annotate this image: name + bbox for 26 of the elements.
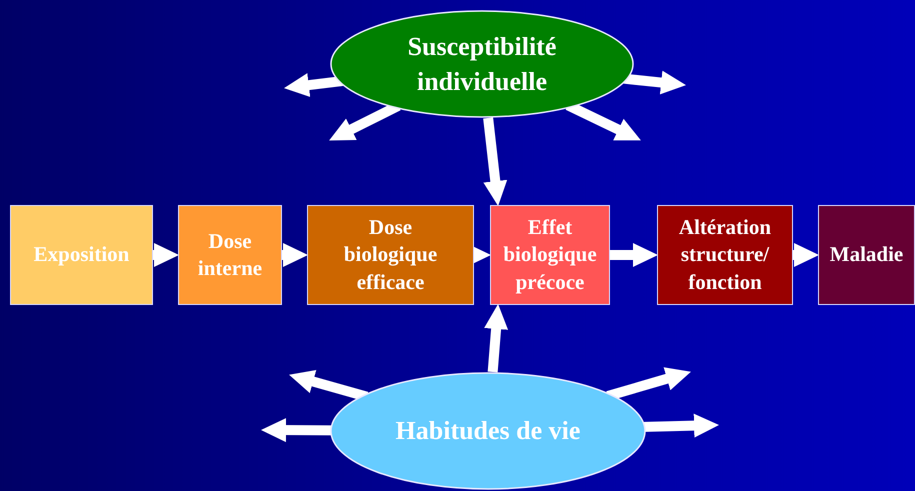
block-arrow — [284, 73, 344, 97]
block-arrow — [622, 70, 686, 94]
node-label: Exposition — [34, 241, 130, 268]
node-label: Habitudes de vie — [396, 415, 580, 448]
block-arrow — [483, 117, 508, 206]
block-arrow — [484, 304, 508, 372]
block-arrow — [793, 243, 819, 267]
block-arrow — [282, 243, 308, 267]
block-arrow — [606, 367, 692, 401]
node-label: Susceptibilité individuelle — [406, 30, 558, 98]
process-box — [657, 205, 793, 305]
ellipse-node — [330, 10, 634, 118]
node-label: Maladie — [830, 241, 904, 268]
process-box — [307, 205, 474, 305]
block-arrow — [288, 370, 368, 402]
process-box — [818, 205, 915, 305]
process-box — [490, 205, 610, 305]
node-label: Dose interne — [196, 228, 264, 282]
process-box — [10, 205, 153, 305]
block-arrow — [610, 243, 658, 267]
block-arrow — [153, 243, 179, 267]
node-label: Dose biologique efficace — [342, 214, 438, 296]
ellipse-node — [330, 372, 646, 490]
node-label: Effet biologique précoce — [502, 214, 598, 296]
process-box — [178, 205, 282, 305]
node-label: Altération structure/ fonction — [678, 214, 772, 296]
